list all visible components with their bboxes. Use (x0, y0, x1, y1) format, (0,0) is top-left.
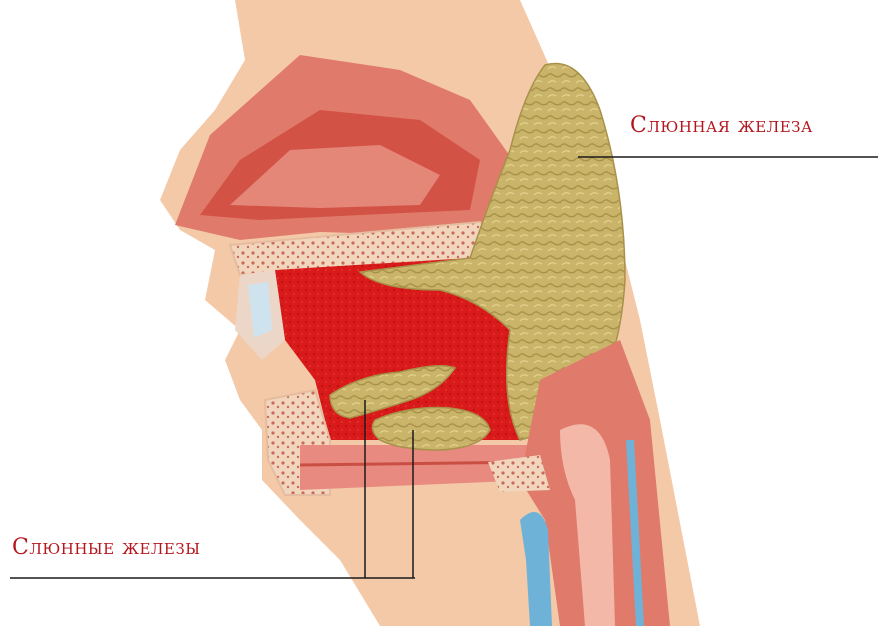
label-salivary-glands: Слюнные железы (12, 535, 201, 560)
label-parotid-gland: Слюнная железа (630, 113, 813, 138)
submandibular-gland (372, 408, 490, 451)
